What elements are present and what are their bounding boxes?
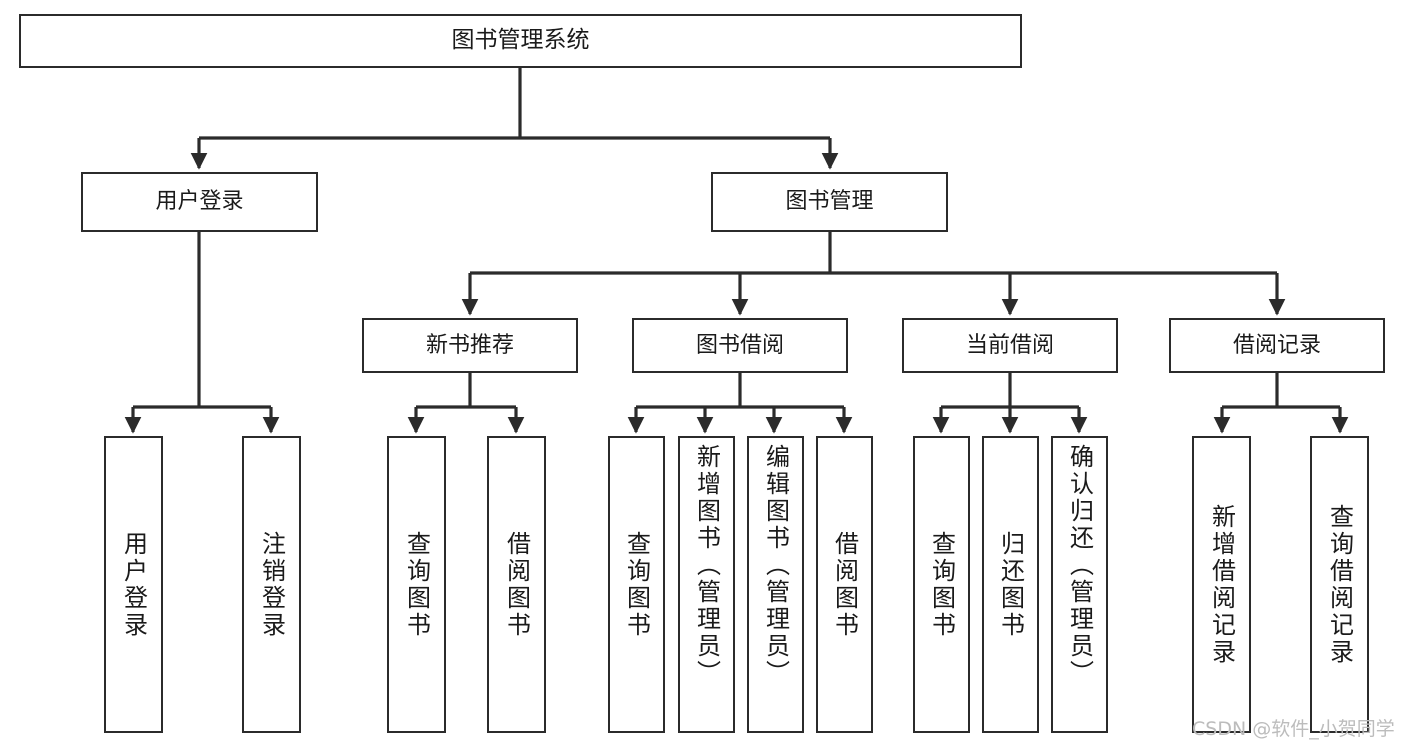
leaf-edit-book-admin[interactable]: 编辑图书（管理员） (747, 436, 804, 733)
leaf-borrow-book-borrowing[interactable]: 借阅图书 (816, 436, 873, 733)
node-label: 借阅图书 (830, 530, 859, 639)
watermark: CSDN @软件_小贺同学 (1192, 718, 1395, 740)
node-label: 用户登录 (119, 530, 148, 639)
node-book-management[interactable]: 图书管理 (711, 172, 948, 232)
leaf-return-book[interactable]: 归还图书 (982, 436, 1039, 733)
leaf-add-book-admin[interactable]: 新增图书（管理员） (678, 436, 735, 733)
node-new-book-recommendation[interactable]: 新书推荐 (362, 318, 578, 373)
leaf-query-borrow-record[interactable]: 查询借阅记录 (1310, 436, 1369, 733)
node-current-borrowing[interactable]: 当前借阅 (902, 318, 1118, 373)
node-label: 确认归还（管理员） (1065, 444, 1094, 687)
node-label: 图书借阅 (695, 332, 784, 358)
node-label: 查询图书 (927, 530, 956, 639)
leaf-query-book-new-rec[interactable]: 查询图书 (387, 436, 446, 733)
node-borrowing-records[interactable]: 借阅记录 (1169, 318, 1385, 373)
node-label: 新增借阅记录 (1207, 503, 1236, 666)
leaf-query-book-borrowing[interactable]: 查询图书 (608, 436, 665, 733)
node-label: 归还图书 (996, 530, 1025, 639)
node-label: 借阅记录 (1232, 332, 1321, 358)
node-label: 图书管理系统 (451, 27, 590, 54)
leaf-confirm-return-admin[interactable]: 确认归还（管理员） (1051, 436, 1108, 733)
node-label: 当前借阅 (965, 332, 1054, 358)
node-label: 查询借阅记录 (1325, 503, 1354, 666)
leaf-logout[interactable]: 注销登录 (242, 436, 301, 733)
leaf-borrow-book-new-rec[interactable]: 借阅图书 (487, 436, 546, 733)
node-label: 新增图书（管理员） (692, 444, 721, 687)
node-label: 图书管理 (785, 189, 874, 215)
node-label: 查询图书 (622, 530, 651, 639)
node-label: 借阅图书 (502, 530, 531, 639)
leaf-add-borrow-record[interactable]: 新增借阅记录 (1192, 436, 1251, 733)
node-label: 查询图书 (402, 530, 431, 639)
node-book-borrowing[interactable]: 图书借阅 (632, 318, 848, 373)
leaf-user-login[interactable]: 用户登录 (104, 436, 163, 733)
leaf-query-book-current[interactable]: 查询图书 (913, 436, 970, 733)
node-label: 编辑图书（管理员） (761, 444, 790, 687)
node-label: 用户登录 (155, 189, 244, 215)
node-label: 注销登录 (257, 530, 286, 639)
node-user-login[interactable]: 用户登录 (81, 172, 318, 232)
node-root-book-management-system[interactable]: 图书管理系统 (19, 14, 1022, 68)
node-label: 新书推荐 (425, 332, 514, 358)
